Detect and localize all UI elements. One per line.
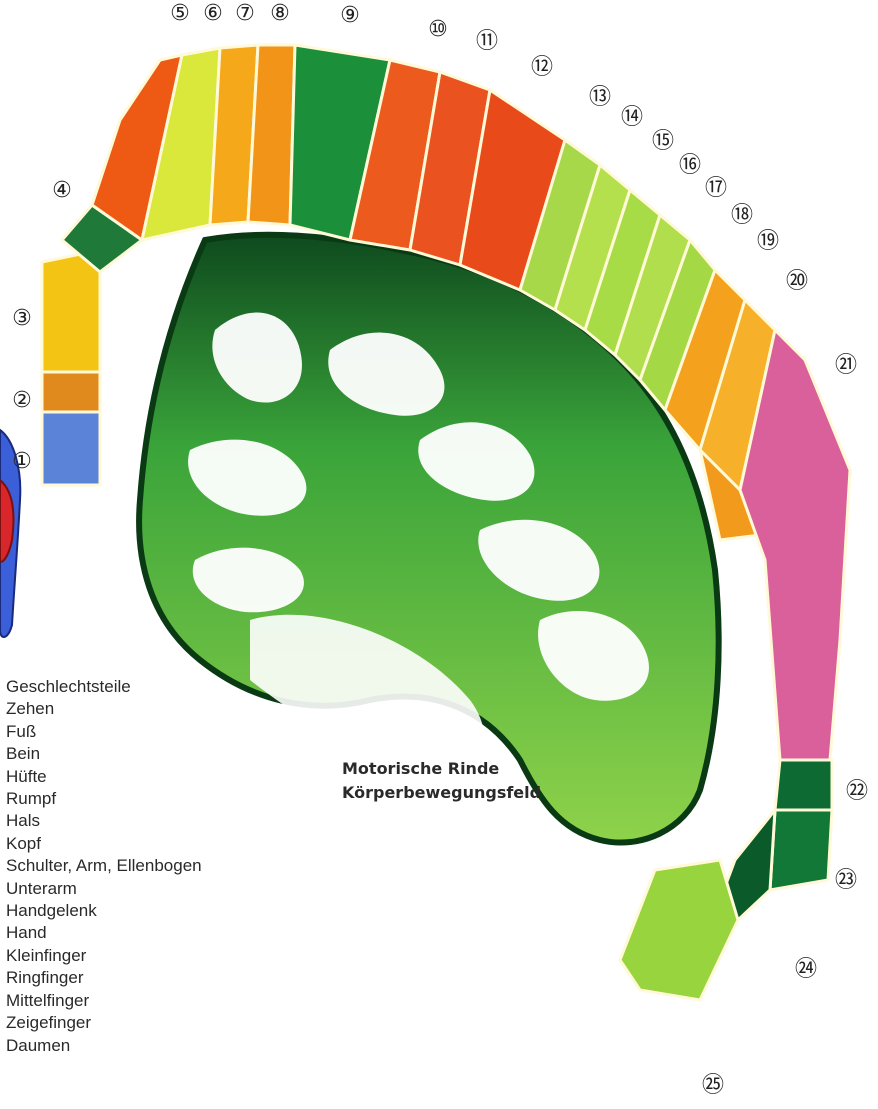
legend-item: Ringfinger [6, 967, 336, 989]
legend-list: Geschlechtsteile Zehen Fuß Bein Hüfte Ru… [6, 676, 336, 1057]
legend-item: Kleinfinger [6, 945, 336, 967]
legend-item: Rumpf [6, 788, 336, 810]
region-number-7: ⑦ [235, 1, 255, 26]
legend-item: Schulter, Arm, Ellenbogen [6, 855, 336, 877]
region-number-10: ⑩ [428, 17, 448, 42]
region-number-1: ① [12, 449, 32, 474]
title-line-2: Körperbewegungsfeld [342, 781, 541, 805]
homunculus-band-8 [248, 45, 295, 225]
legend-item: Zeigefinger [6, 1012, 336, 1034]
homunculus-band-1 [42, 412, 100, 485]
region-number-25: ㉕ [702, 1073, 724, 1098]
region-number-23: ㉓ [835, 868, 857, 893]
region-number-18: ⑱ [731, 203, 753, 228]
homunculus-band-23 [770, 810, 832, 890]
legend-item: Handgelenk [6, 900, 336, 922]
region-number-21: ㉑ [835, 353, 857, 378]
legend-item: Hüfte [6, 766, 336, 788]
diagram-title: Motorische Rinde Körperbewegungsfeld [342, 757, 541, 805]
region-number-9: ⑨ [340, 3, 360, 28]
legend-item: Unterarm [6, 878, 336, 900]
homunculus-band-25 [620, 860, 738, 1000]
region-number-3: ③ [12, 306, 32, 331]
legend-item: Fuß [6, 721, 336, 743]
legend-item: Geschlechtsteile [6, 676, 336, 698]
region-number-13: ⑬ [589, 85, 611, 110]
region-number-15: ⑮ [652, 129, 674, 154]
region-number-17: ⑰ [705, 176, 727, 201]
region-number-24: ㉔ [795, 957, 817, 982]
region-number-5: ⑤ [170, 1, 190, 26]
region-number-19: ⑲ [757, 229, 779, 254]
region-number-16: ⑯ [679, 153, 701, 178]
homunculus-band-22 [775, 760, 832, 810]
homunculus-band-3 [42, 250, 100, 372]
legend-item: Zehen [6, 698, 336, 720]
region-number-14: ⑭ [621, 105, 643, 130]
title-line-1: Motorische Rinde [342, 757, 541, 781]
legend-item: Hals [6, 810, 336, 832]
region-number-2: ② [12, 388, 32, 413]
legend-item: Daumen [6, 1035, 336, 1057]
region-number-6: ⑥ [203, 1, 223, 26]
region-number-12: ⑫ [531, 55, 553, 80]
homunculus-band-2 [42, 372, 100, 412]
legend-item: Mittelfinger [6, 990, 336, 1012]
legend-item: Hand [6, 922, 336, 944]
legend-item: Bein [6, 743, 336, 765]
region-number-4: ④ [52, 178, 72, 203]
region-number-11: ⑪ [476, 29, 498, 54]
legend-item: Kopf [6, 833, 336, 855]
region-number-8: ⑧ [270, 1, 290, 26]
region-number-20: ⑳ [786, 269, 808, 294]
region-number-22: ㉒ [846, 779, 868, 804]
